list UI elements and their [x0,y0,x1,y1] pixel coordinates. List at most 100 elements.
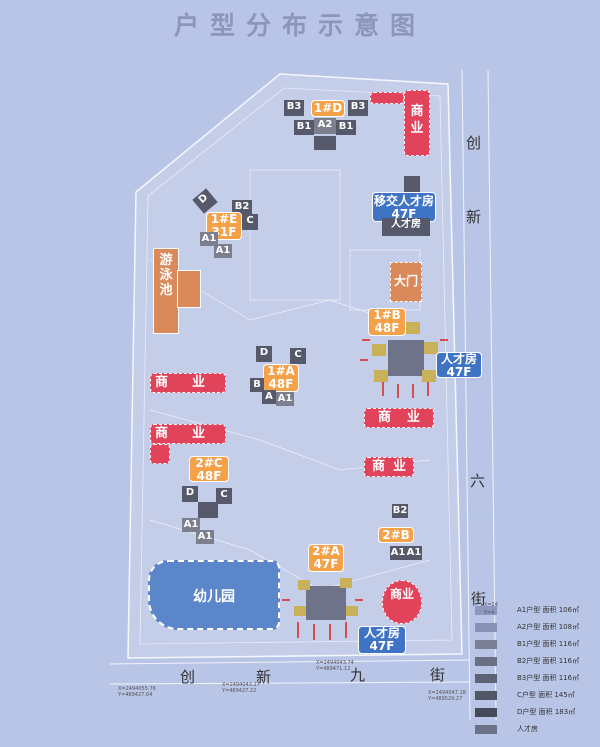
road-bottom-char-1: 创 [180,668,196,686]
unit-2a-nw [298,580,310,590]
page-title: 户型分布示意图 [173,11,426,40]
unit-a1-2b-right: A1 [406,546,422,560]
talent-small-tag: 人才房 [382,218,430,236]
unit-2a-sw [294,606,306,616]
coord-4: Y=489427.04 [118,692,153,698]
legend-row-b1: B1户型 面积 116㎡ [475,638,595,652]
core-1d [314,136,336,150]
tower-1d-name: 1#D [313,101,343,115]
road-bottom-char-3: 九 [350,666,366,684]
coord-3: X=2494055.76 [118,686,156,692]
road-right-char-1: 创 [466,134,482,152]
unit-b3-1d-right: B3 [348,100,368,116]
unit-a1-1a: A1 [276,392,294,406]
coord-10: Y=4 [484,610,495,616]
kindergarten: 幼儿园 [148,560,280,630]
road-right-char-3: 六 [470,472,486,490]
talent-transfer-tag[interactable]: 移交人才房 47F [372,192,436,222]
coord-5: X=2494043.27 [222,682,260,688]
road-line-bottom [109,659,471,665]
talent-right-name: 人才房 [440,352,477,366]
unit-b-1a: B [250,378,264,392]
tower-1a-tag[interactable]: 1#A 48F [263,364,299,392]
legend-swatch-a2 [475,623,497,632]
road-line-right [461,69,471,721]
legend-swatch-b3 [475,674,497,683]
talent-transfer-floors: 47F [391,207,417,221]
unit-a1-2b-left: A1 [390,546,406,560]
commerce-strip-1: 商业 [150,373,226,393]
swimming-pool-annex [177,270,201,308]
unit-b3-1d-left: B3 [284,100,304,116]
unit-2a-ne [340,578,352,588]
coord-2: Y=489471.12 [316,666,351,672]
tower-2b-tag[interactable]: 2#B [378,527,414,543]
core-2c [198,502,218,518]
unit-1b-se [422,370,436,382]
legend-swatch-b2 [475,657,497,666]
talent-bottom-tag[interactable]: 人才房 47F [358,626,406,654]
unit-a-1a: A [262,390,276,404]
tower-1e-name: 1#E [210,212,238,226]
commerce-vertical-top [370,92,404,104]
legend-swatch-d [475,708,497,717]
road-bottom-char-2: 新 [256,668,272,686]
legend-row-a2: A2户型 面积 108㎡ [475,621,595,635]
unit-d-1a: D [256,346,272,362]
unit-a1-1e-right: A1 [214,244,232,258]
road-right-char-2: 新 [466,208,482,226]
commerce-vertical: 商 业 [404,90,430,156]
coord-1: X=2494043.74 [316,660,354,666]
legend-swatch-b1 [475,640,497,649]
commerce-strip-2-ext [150,444,170,464]
coord-8: Y=489529.27 [428,696,463,702]
unit-c-1a: C [290,348,306,364]
tower-2c-tag[interactable]: 2#C 48F [189,456,229,483]
tower-1a-name: 1#A [267,364,295,378]
tower-2c-floors: 48F [196,469,222,483]
unit-1b-sw [374,370,388,382]
legend-swatch-c [475,691,497,700]
road-right-char-4: 街 [471,590,487,608]
unit-a2-1d: A2 [314,118,336,134]
talent-bottom-floors: 47F [369,639,395,653]
legend-row-d: D户型 面积 183㎡ [475,706,595,720]
unit-a1-2c-mid: A1 [196,530,214,544]
tower-2a-body [306,586,346,620]
legend-row-c: C户型 面积 145㎡ [475,689,595,703]
unit-b1-1d-left: B1 [294,120,314,135]
road-bottom-char-4: 街 [430,666,446,684]
tower-2c-name: 2#C [195,456,223,470]
commerce-strip-3: 商业 [364,408,434,428]
tower-1b-body [388,340,424,376]
legend-row-b3: B3户型 面积 116㎡ [475,672,595,686]
central-plaza [249,169,341,301]
tower-1b-name: 1#B [373,308,401,322]
tower-1b-tag[interactable]: 1#B 48F [368,308,406,336]
talent-right-tag[interactable]: 人才房 47F [436,352,482,379]
unit-b2-2b: B2 [392,504,408,518]
unit-d-2c: D [182,486,198,502]
tower-1a-floors: 48F [268,377,294,391]
unit-c-1e: C [242,214,258,230]
unit-1b-top [406,322,420,334]
tower-2a-name: 2#A [312,544,340,558]
legend-swatch-a1 [475,606,497,615]
unit-c-2c: C [216,488,232,504]
coord-9: X=24 [484,602,498,608]
legend-swatch-talent [475,725,497,734]
tower-1d-tag[interactable]: 1#D [311,100,345,117]
tower-2b-name: 2#B [382,528,410,542]
commerce-circle: 商业 [382,580,422,624]
tower-1b-floors: 48F [374,321,400,335]
unit-a1-1e-left: A1 [200,232,218,246]
commerce-strip-4: 商业 [364,457,414,477]
talent-right-floors: 47F [446,365,472,379]
talent-building-top [404,176,420,192]
arrows-2a [282,599,363,640]
road-line-bottom-2 [109,681,471,685]
swimming-pool: 游泳池 [153,248,179,334]
tower-2a-tag[interactable]: 2#A 47F [308,544,344,572]
unit-a1-2c-left: A1 [182,518,200,532]
